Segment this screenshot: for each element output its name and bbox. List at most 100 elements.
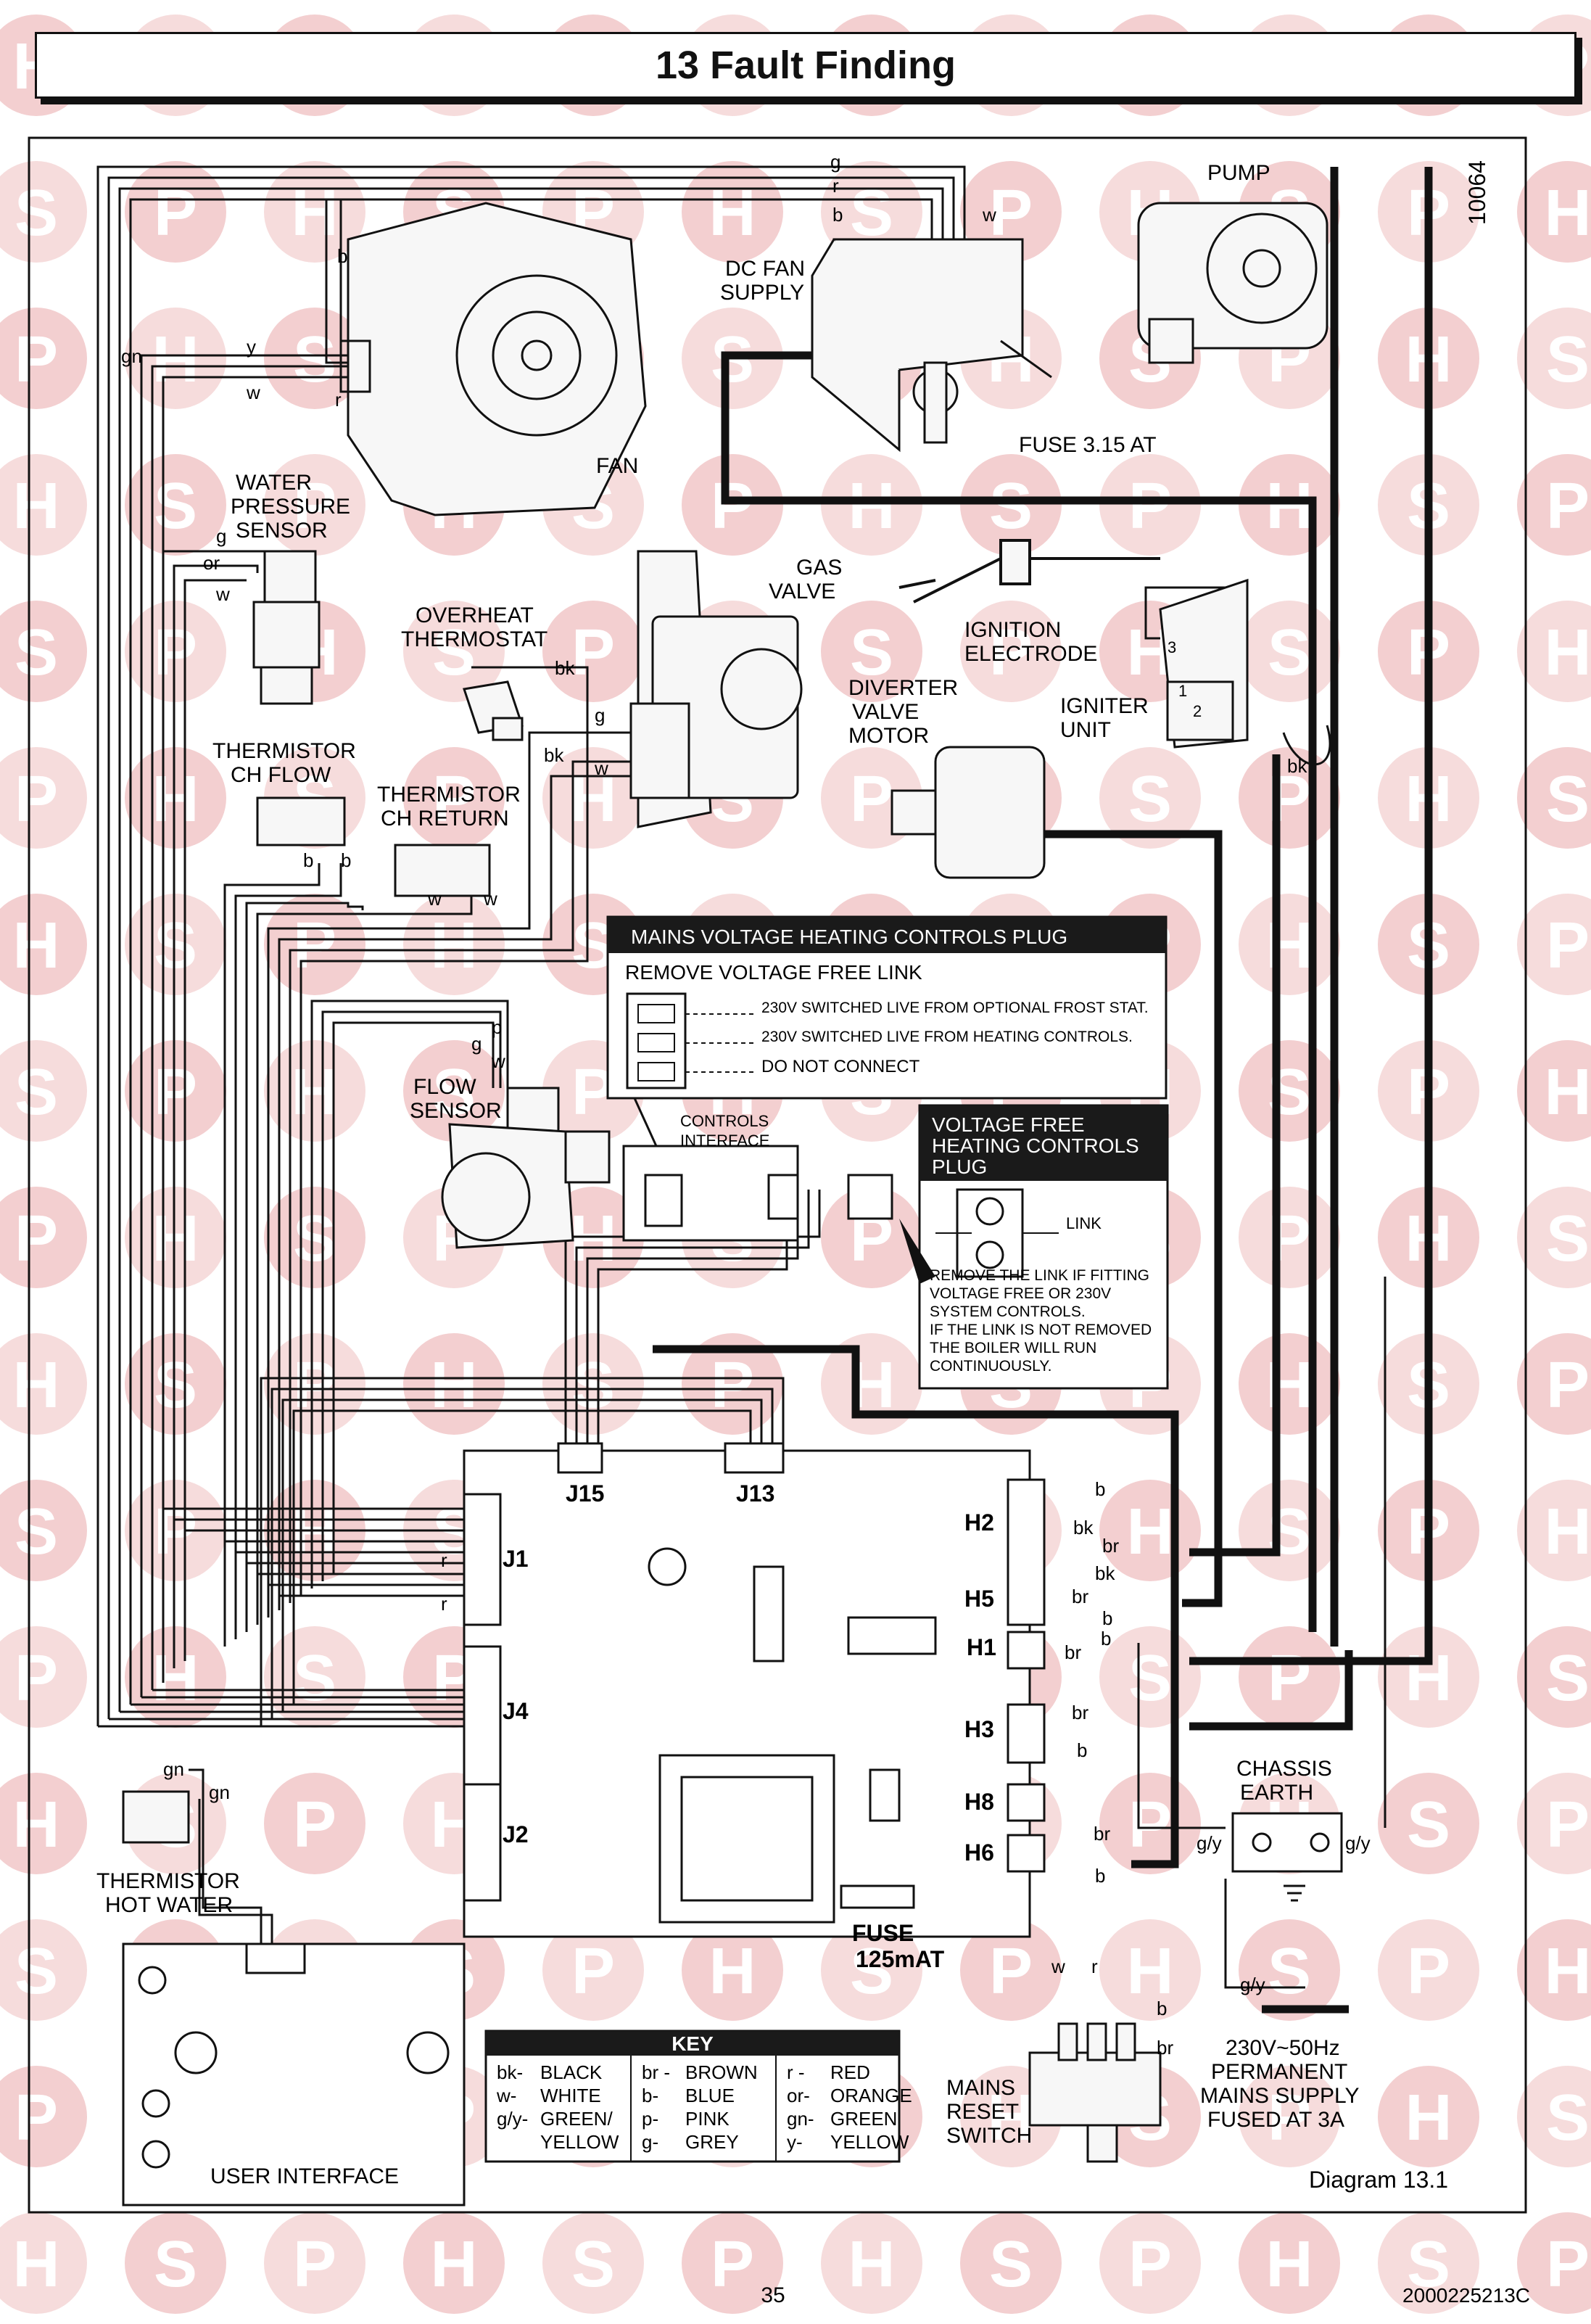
watermark-letter: S: [154, 470, 197, 543]
watermark-letter: P: [15, 763, 58, 836]
watermark-disc: [821, 1333, 922, 1435]
tag-w-top: w: [982, 204, 996, 226]
watermark-letter: P: [293, 2228, 336, 2301]
tag-br-h2: br: [1102, 1535, 1119, 1557]
mains-plug-line-1: 230V SWITCHED LIVE FROM OPTIONAL FROST S…: [761, 1000, 1149, 1016]
key-code: g/y-: [497, 2108, 528, 2130]
watermark-letter: H: [709, 1935, 756, 2008]
mains-plug-title: MAINS VOLTAGE HEATING CONTROLS PLUG: [631, 926, 1067, 948]
watermark-disc: [1517, 1626, 1591, 1728]
tag-w-gas: w: [594, 757, 608, 779]
watermark-disc: [960, 601, 1062, 702]
label-mains-supply-4: FUSED AT 3A: [1207, 2108, 1344, 2132]
watermark-letter: P: [154, 617, 197, 689]
tag-b-h1: b: [1101, 1628, 1111, 1649]
watermark-letter: H: [152, 763, 199, 836]
watermark-disc: [403, 894, 505, 995]
key-code: g-: [642, 2131, 658, 2153]
watermark-disc: [264, 1773, 365, 1874]
mains-reset-switch: [1028, 2022, 1162, 2163]
label-water-2: PRESSURE: [231, 495, 350, 519]
vf-plug-note-6: CONTINUOUSLY.: [930, 1358, 1051, 1375]
watermark-letter: P: [293, 470, 336, 543]
label-chassis-2: EARTH: [1240, 1781, 1313, 1805]
key-code: b-: [642, 2085, 658, 2106]
watermark-letter: P: [154, 1056, 197, 1129]
watermark-disc: [264, 454, 365, 556]
watermark-letter: H: [13, 2228, 60, 2301]
watermark-letter: P: [1128, 2228, 1172, 2301]
tag-br-h6: br: [1094, 1823, 1110, 1845]
watermark-letter: S: [1407, 1789, 1450, 1861]
watermark-disc: [1239, 2066, 1340, 2167]
watermark-letter: P: [1268, 2082, 1311, 2154]
mains-voltage-plug-box: MAINS VOLTAGE HEATING CONTROLS PLUG REMO…: [606, 915, 1168, 1147]
key-name: ORANGE: [830, 2085, 912, 2106]
watermark-letter: P: [571, 1935, 615, 2008]
watermark-disc: [542, 747, 644, 849]
watermark-letter: S: [1546, 324, 1590, 396]
watermark-disc: [1099, 1919, 1201, 2021]
tag-g-gas: g: [595, 704, 605, 726]
key-name: RED: [830, 2061, 870, 2083]
watermark-letter: H: [1266, 2228, 1313, 2301]
label-gas-2: VALVE: [769, 580, 835, 603]
tag-bk-overheat-2: bk: [544, 744, 564, 766]
watermark-letter: H: [1545, 177, 1591, 250]
watermark-disc: [125, 894, 226, 995]
watermark-letter: S: [154, 2228, 197, 2301]
conn-h5: H5: [964, 1586, 994, 1612]
label-controls-1: CONTROLS: [680, 1112, 769, 1130]
watermark-disc: [0, 1333, 87, 1435]
watermark-disc: [1099, 454, 1201, 556]
watermark-letter: S: [989, 470, 1033, 543]
label-therm-ch-flow-1: THERMISTOR: [212, 739, 356, 763]
wire-colour-tags: g r b w b gn y w r g or w bk bk g w b b …: [121, 151, 1371, 2059]
water-pressure-sensor: [252, 550, 321, 705]
overheat-thermostat: [463, 680, 524, 741]
watermark-disc: [1099, 2212, 1201, 2314]
label-mains-supply-1: 230V~50Hz: [1226, 2036, 1340, 2060]
igniter-unit: [1159, 578, 1249, 749]
watermark-letter: P: [711, 1349, 754, 1422]
conn-h2: H2: [964, 1509, 994, 1536]
label-ignition-2: ELECTRODE: [964, 642, 1097, 666]
label-fan: FAN: [596, 454, 638, 478]
key-code: br -: [642, 2061, 670, 2083]
label-diverter-3: MOTOR: [848, 724, 929, 748]
tag-b-h6: b: [1095, 1865, 1105, 1887]
thermistor-ch-return: [394, 844, 491, 897]
watermark-letter: S: [850, 1935, 893, 2008]
watermark-disc: [1517, 1333, 1591, 1435]
watermark-letter: H: [13, 1789, 60, 1861]
key-code: y-: [787, 2131, 803, 2153]
watermark-letter: P: [15, 2082, 58, 2154]
label-dc-fan-1: DC FAN: [725, 257, 805, 281]
label-overheat-1: OVERHEAT: [416, 603, 534, 627]
watermark-letter: P: [711, 2228, 754, 2301]
watermark-disc: [125, 1626, 226, 1728]
label-fuse-125-2: 125mAT: [856, 1946, 945, 1972]
watermark-disc: [1517, 1187, 1591, 1288]
tag-or-wps: or: [203, 552, 220, 574]
connector-labels: J15 J13 J1 J4 J2 H2 H5 H1 H3 H8 H6: [503, 1480, 996, 1866]
tag-w-mains: w: [1051, 1956, 1065, 1977]
watermark-disc: [403, 747, 505, 849]
watermark-disc: [1517, 1919, 1591, 2021]
watermark-letter: S: [15, 1935, 58, 2008]
watermark-disc: [125, 2212, 226, 2314]
watermark-letter: P: [1128, 470, 1172, 543]
watermark-disc: [682, 1919, 783, 2021]
watermark-letter: S: [1268, 1935, 1311, 2008]
watermark-letter: S: [154, 910, 197, 982]
tag-r-mains: r: [1091, 1956, 1098, 1977]
mains-plug-line-2: 230V SWITCHED LIVE FROM HEATING CONTROLS…: [761, 1029, 1133, 1045]
key-code: bk-: [497, 2061, 523, 2083]
tag-b-chflow-1: b: [303, 849, 313, 871]
watermark-disc: [1517, 601, 1591, 702]
label-diverter-1: DIVERTER: [848, 676, 958, 700]
label-igniter-c2: 2: [1193, 702, 1202, 720]
tag-p-flow: p: [492, 1016, 502, 1038]
watermark-letter: S: [850, 617, 893, 689]
tag-y-fan: y: [247, 336, 256, 358]
